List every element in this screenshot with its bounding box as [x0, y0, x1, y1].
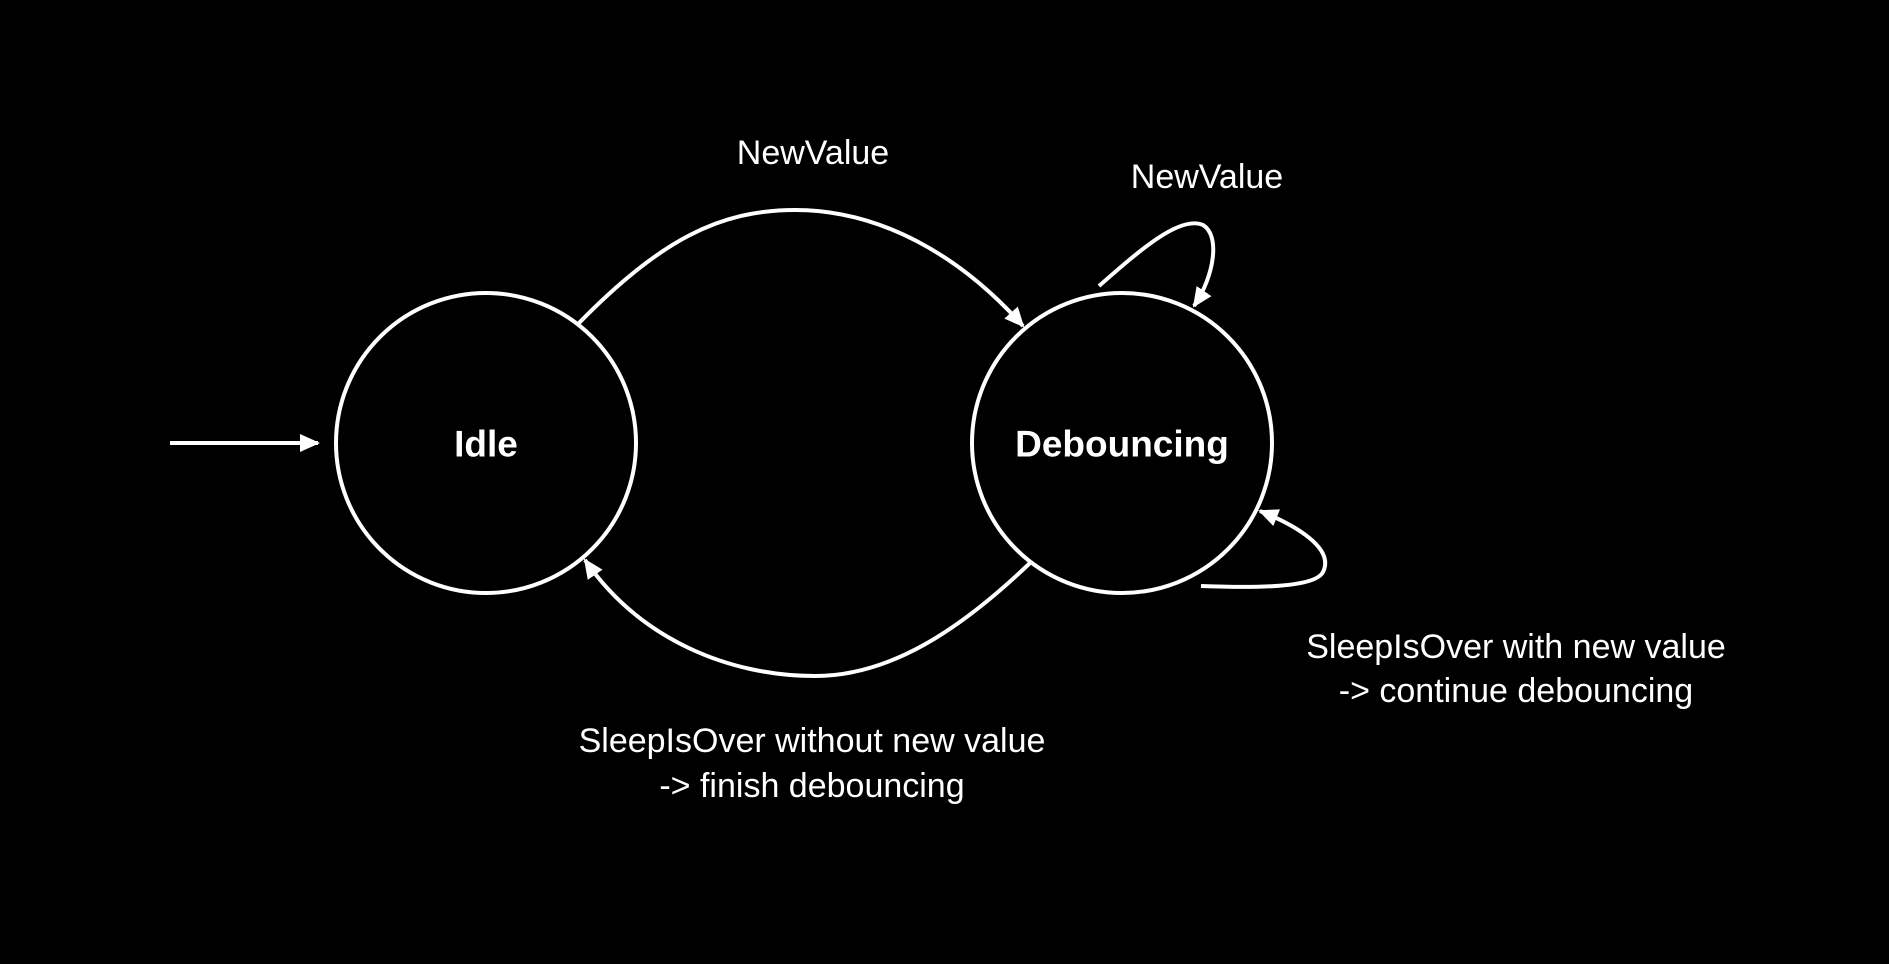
transition-label-idle-to-debouncing: NewValue — [737, 134, 889, 172]
transition-arrow-debouncing-to-idle — [583, 558, 1032, 679]
transition-label-debouncing-to-idle-line2: -> finish debouncing — [659, 767, 964, 805]
transition-arrow-debouncing-self-bottom — [1200, 509, 1328, 589]
state-debouncing-label: Debouncing — [1015, 424, 1229, 465]
state-idle-circle — [334, 291, 638, 595]
state-debouncing-circle — [970, 291, 1274, 595]
transition-label-debouncing-self-bottom-line2: -> continue debouncing — [1339, 672, 1693, 710]
transition-label-debouncing-self-bottom-line1: SleepIsOver with new value — [1306, 628, 1726, 666]
transition-arrow-idle-to-debouncing — [577, 207, 1025, 328]
transition-label-debouncing-to-idle-line1: SleepIsOver without new value — [579, 722, 1046, 760]
transition-label-debouncing-self-top: NewValue — [1131, 158, 1283, 196]
state-debouncing: Debouncing — [970, 291, 1274, 595]
transition-arrow-debouncing-self-top — [1097, 221, 1216, 308]
state-idle: Idle — [334, 291, 638, 595]
state-idle-label: Idle — [454, 424, 518, 465]
